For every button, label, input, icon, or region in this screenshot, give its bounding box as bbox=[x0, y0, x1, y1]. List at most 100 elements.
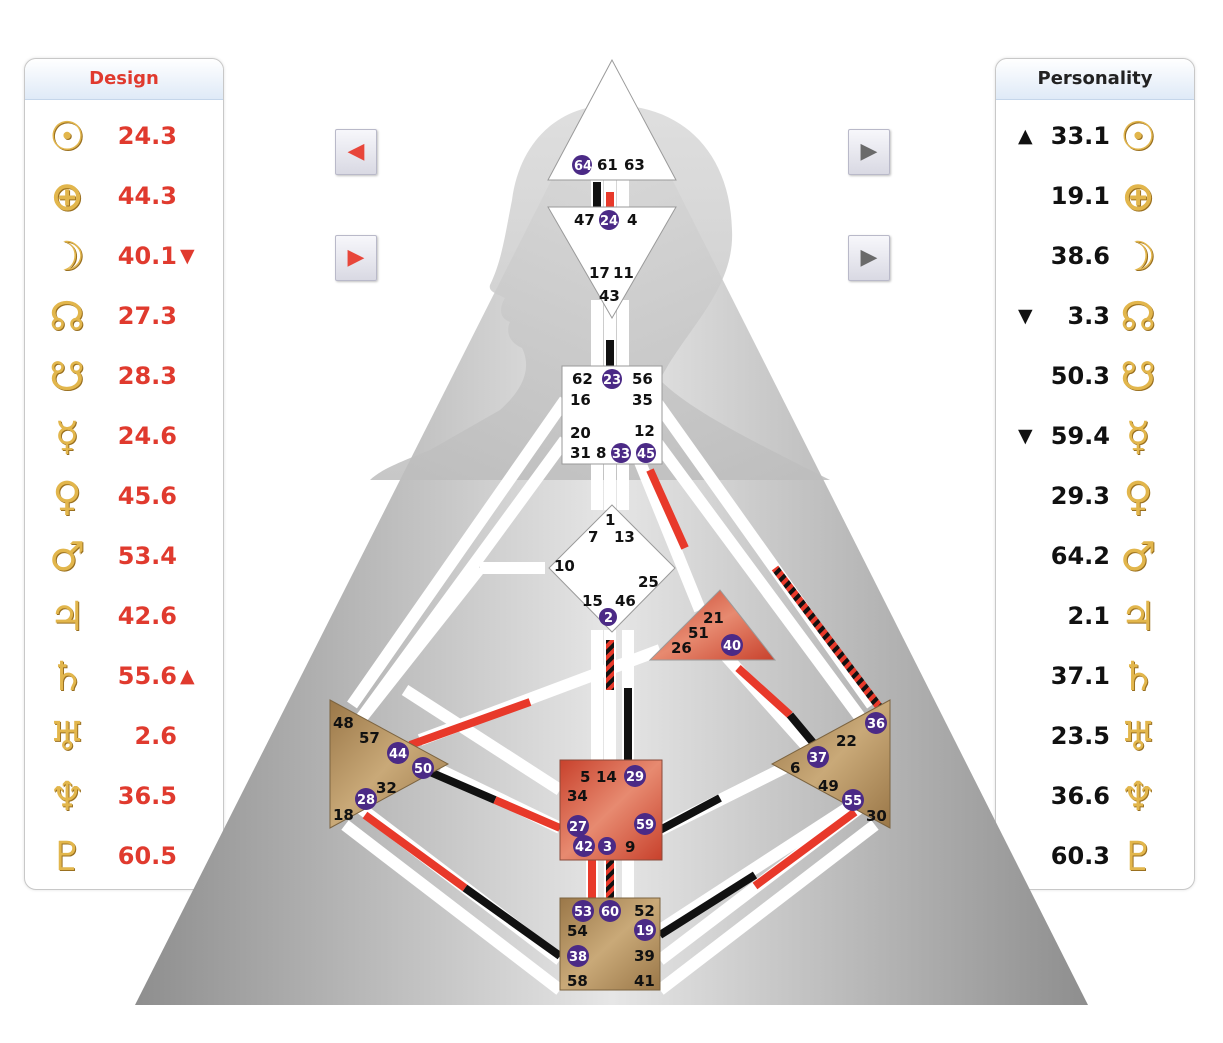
jupiter-icon: ♃ bbox=[1120, 594, 1156, 640]
personality-row: ♆36.6 bbox=[996, 771, 1194, 821]
personality-prev-button[interactable]: ▶ bbox=[848, 129, 890, 175]
gate-4: 4 bbox=[627, 211, 637, 229]
gate-badge bbox=[599, 608, 617, 626]
design-value: 2.6 bbox=[134, 722, 177, 750]
arrow-right-icon: ▶ bbox=[347, 245, 365, 270]
ego-center bbox=[648, 589, 777, 661]
gate-badge bbox=[573, 835, 595, 857]
design-value: 36.5 bbox=[117, 782, 177, 810]
design-row: ♄55.6▲ bbox=[25, 651, 223, 701]
channel-28-38-black bbox=[462, 884, 563, 960]
neptune-icon: ♆ bbox=[49, 774, 85, 820]
pluto-icon: ♇ bbox=[49, 834, 85, 880]
design-value: 45.6 bbox=[117, 482, 177, 510]
personality-value: 38.6 bbox=[1050, 242, 1110, 270]
personality-value: 64.2 bbox=[1050, 542, 1110, 570]
design-value: 40.1 bbox=[117, 242, 177, 270]
design-row: ☽40.1▼ bbox=[25, 231, 223, 281]
personality-value: 19.1 bbox=[1050, 182, 1110, 210]
design-next-button[interactable]: ▶ bbox=[335, 235, 377, 281]
mercury-icon: ☿ bbox=[54, 414, 80, 460]
design-row: ☊ 27.3 bbox=[25, 291, 223, 341]
gate-51: 51 bbox=[688, 624, 709, 642]
north-node-icon: ☊ bbox=[1120, 294, 1156, 340]
gate-badge bbox=[624, 765, 646, 787]
gate-33: 33 bbox=[612, 447, 630, 462]
gate-57: 57 bbox=[359, 729, 380, 747]
gate-badge bbox=[634, 919, 656, 941]
gate-25: 25 bbox=[638, 573, 659, 591]
gate-badge bbox=[572, 900, 594, 922]
personality-value: 23.5 bbox=[1050, 722, 1110, 750]
design-row: ⊕ 44.3 bbox=[25, 171, 223, 221]
north-node-icon: ☊ bbox=[49, 294, 85, 340]
channel-28-38-red bbox=[362, 811, 468, 892]
gate-badge bbox=[634, 813, 656, 835]
channel-40-37-black bbox=[786, 712, 819, 748]
channel-40-37-red bbox=[735, 665, 793, 718]
gate-11: 11 bbox=[613, 264, 634, 282]
design-row: ☿ 24.6 bbox=[25, 411, 223, 461]
personality-next-button[interactable]: ▶ bbox=[848, 235, 890, 281]
gate-38: 38 bbox=[569, 950, 587, 965]
personality-value: 36.6 bbox=[1050, 782, 1110, 810]
channel-50-27-red bbox=[493, 796, 562, 832]
gate-7: 7 bbox=[588, 528, 598, 546]
design-value: 24.6 bbox=[117, 422, 177, 450]
head-center bbox=[547, 58, 677, 181]
channel-line bbox=[401, 684, 564, 796]
personality-row: ♅23.5 bbox=[996, 711, 1194, 761]
channel-50-27-black bbox=[428, 768, 497, 804]
personality-row: ☊3.3▼ bbox=[996, 291, 1194, 341]
jupiter-icon: ♃ bbox=[49, 594, 85, 640]
design-row: ♀45.6 bbox=[25, 471, 223, 521]
channel-line bbox=[341, 820, 564, 995]
exalted-triangle-icon: ▲ bbox=[1018, 125, 1033, 147]
arrow-left-icon: ◀ bbox=[347, 139, 365, 164]
gate-39: 39 bbox=[634, 947, 655, 965]
gate-badge bbox=[599, 210, 619, 230]
personality-row: ☋50.3 bbox=[996, 351, 1194, 401]
gate-15: 15 bbox=[582, 592, 603, 610]
personality-row: ♂64.2 bbox=[996, 531, 1194, 581]
earth-icon: ⊕ bbox=[50, 174, 84, 220]
design-value: 28.3 bbox=[117, 362, 177, 390]
gate-37: 37 bbox=[809, 751, 827, 766]
gate-badge bbox=[572, 155, 592, 175]
sun-icon: ☉ bbox=[1120, 114, 1156, 160]
design-value: 27.3 bbox=[117, 302, 177, 330]
gate-badge bbox=[598, 837, 616, 855]
personality-value: 2.1 bbox=[1067, 602, 1110, 630]
gate-10: 10 bbox=[554, 557, 575, 575]
gate-badge bbox=[355, 788, 377, 810]
design-row: ♂53.4 bbox=[25, 531, 223, 581]
gate-36: 36 bbox=[867, 717, 885, 732]
sun-icon: ☉ bbox=[49, 114, 85, 160]
gate-45: 45 bbox=[637, 447, 655, 462]
gate-58: 58 bbox=[567, 972, 588, 990]
gate-32: 32 bbox=[376, 779, 397, 797]
design-prev-button[interactable]: ◀ bbox=[335, 129, 377, 175]
pluto-icon: ♇ bbox=[1120, 834, 1156, 880]
personality-row: ♇60.3 bbox=[996, 831, 1194, 881]
gate-26: 26 bbox=[671, 639, 692, 657]
gate-20: 20 bbox=[570, 424, 591, 442]
gate-badge bbox=[567, 945, 589, 967]
design-row: ♃42.6 bbox=[25, 591, 223, 641]
gate-48: 48 bbox=[333, 714, 354, 732]
gate-1: 1 bbox=[605, 511, 615, 529]
moon-icon: ☽ bbox=[49, 234, 85, 280]
g-center bbox=[548, 504, 676, 633]
earth-icon: ⊕ bbox=[1121, 174, 1155, 220]
gate-42: 42 bbox=[575, 840, 593, 855]
design-row: ♅2.6 bbox=[25, 711, 223, 761]
design-value: 60.5 bbox=[117, 842, 177, 870]
channel-line bbox=[355, 564, 485, 724]
arrow-right-icon: ▶ bbox=[860, 139, 878, 164]
gate-47: 47 bbox=[574, 211, 595, 229]
design-row: ☋28.3 bbox=[25, 351, 223, 401]
gate-badge bbox=[599, 900, 621, 922]
design-value: 44.3 bbox=[117, 182, 177, 210]
personality-row: ♃ 2.1 bbox=[996, 591, 1194, 641]
gate-28: 28 bbox=[357, 793, 375, 808]
